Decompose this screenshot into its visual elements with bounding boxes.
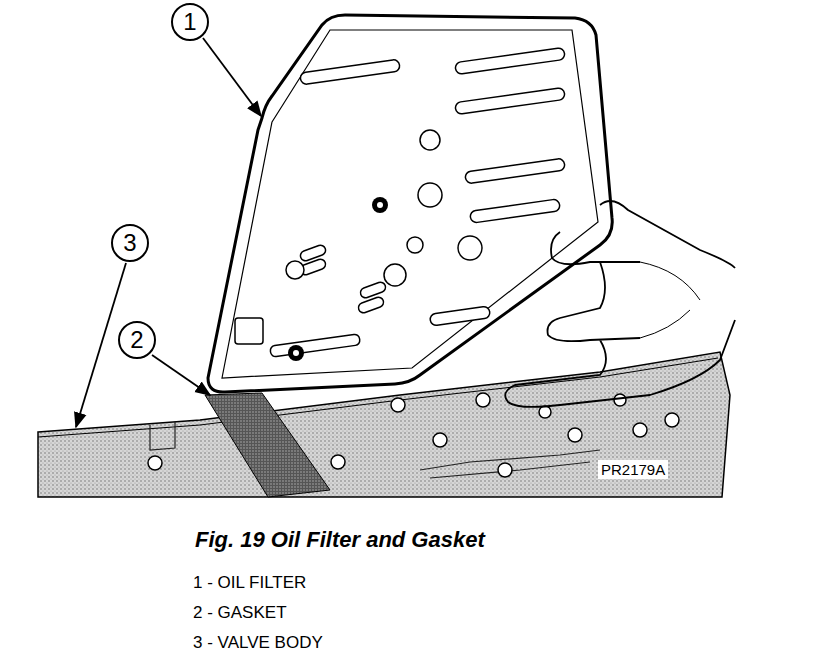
callout-circle: 3	[111, 224, 149, 262]
figure-code: PR2179A	[598, 460, 668, 479]
callout-number: 2	[130, 328, 143, 352]
hand	[505, 201, 735, 407]
legend-entry: 2 - GASKET	[193, 603, 287, 623]
callout-circle: 1	[171, 3, 209, 41]
oil-filter-slots	[235, 47, 565, 357]
legend-entry: 1 - OIL FILTER	[193, 573, 306, 593]
legend-entry: 3 - VALVE BODY	[193, 633, 323, 653]
figure-caption: Fig. 19 Oil Filter and Gasket	[195, 527, 485, 553]
valve-body-passage	[150, 422, 175, 450]
callout-circle: 2	[118, 321, 156, 359]
hand-shading	[640, 262, 700, 338]
leader-line	[152, 355, 210, 395]
gasket	[205, 393, 330, 497]
callout-number: 1	[183, 10, 196, 34]
oil-filter-studs-center	[293, 202, 383, 356]
leader-line	[203, 38, 261, 116]
callout-number: 3	[123, 231, 136, 255]
oil-filter-studs	[288, 197, 388, 361]
oil-filter	[208, 15, 612, 392]
oil-filter-rim	[222, 30, 598, 378]
valve-body-passage	[420, 450, 600, 478]
